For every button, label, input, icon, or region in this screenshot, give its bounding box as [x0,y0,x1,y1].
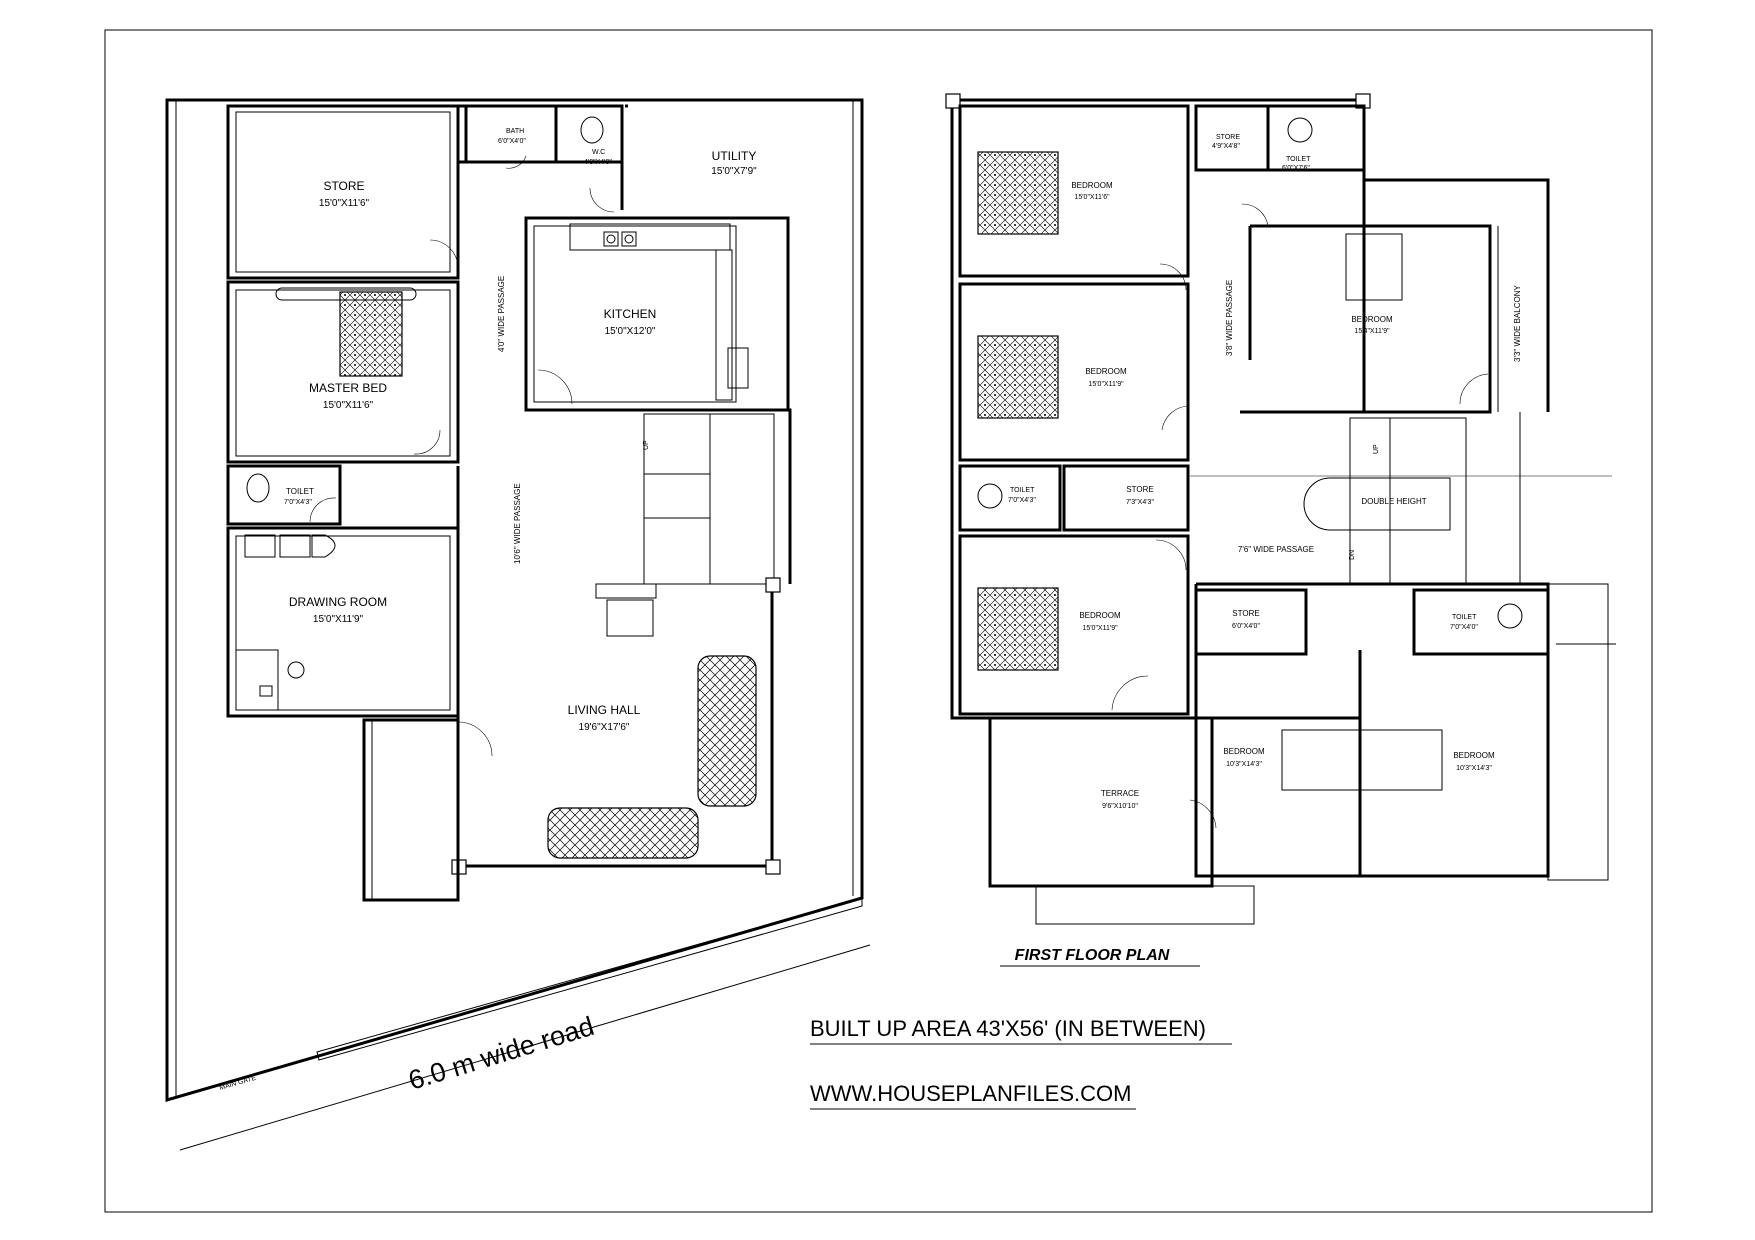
ff-passage-vertical: 3'8" WIDE PASSAGE [1225,280,1234,356]
website-note: WWW.HOUSEPLANFILES.COM [810,1081,1131,1106]
ff-store-left-name: STORE [1126,485,1153,494]
ff-store-top-name: STORE [1216,134,1240,141]
gf-drawing-room-name: DRAWING ROOM [289,595,387,609]
ff-store-toilet-top [1194,104,1366,172]
gf-store-size: 15'0"X11'6" [319,198,370,209]
built-up-area-note: BUILT UP AREA 43'X56' (IN BETWEEN) [810,1016,1206,1041]
ff-bedroom-2 [958,282,1190,462]
gf-passage-lower: 10'6" WIDE PASSAGE [513,483,522,564]
gf-wc-name: W.C [592,149,605,156]
ff-bedroom-1-size: 15'0"X11'6" [1074,194,1110,201]
ff-staircase [1190,417,1612,585]
gf-staircase [643,413,775,585]
ff-terrace-size: 9'6"X10'10" [1102,803,1138,810]
ff-terrace-name: TERRACE [1101,789,1139,798]
kitchen-counter [569,223,731,251]
ff-bedroom-6-size: 10'3"X14'3" [1456,765,1492,772]
gf-master-bed-size: 15'0"X11'6" [323,400,374,411]
ff-toilet-top-name: TOILET [1286,156,1311,163]
first-floor-title: FIRST FLOOR PLAN [1015,947,1170,964]
ff-bedroom-5-name: BEDROOM [1223,747,1265,756]
gf-utility-name: UTILITY [712,149,757,163]
ff-store-lower-size: 6'0"X4'0" [1232,623,1260,630]
gf-bath-size: 6'0"X4'0" [498,138,526,145]
ff-store-left-size: 7'3"X4'3" [1126,499,1154,506]
ff-stair-up: UP [1373,444,1380,454]
gf-kitchen-size: 15'0"X12'0" [605,326,656,337]
sheet-border [104,29,1653,1213]
gf-utility-size: 15'0"X7'9" [711,166,757,177]
ff-bedroom-4-size: 15'4"X11'9" [1354,328,1390,335]
ff-store-lower-name: STORE [1232,609,1259,618]
ff-side-balcony [1547,583,1609,881]
ff-bedroom-3 [958,534,1190,716]
ff-bedroom-2-size: 15'0"X11'9" [1088,381,1124,388]
main-gate-strip [316,897,863,1061]
ff-toilet-left [958,464,1062,532]
gf-kitchen-room [524,216,790,412]
main-gate-label: MAIN GATE [219,1075,258,1092]
ff-toilet-lower [1412,588,1550,656]
study-desk [235,649,279,711]
gf-store-name: STORE [323,179,364,193]
ff-toilet-left-name: TOILET [1010,487,1035,494]
gf-passage-upper: 4'0" WIDE PASSAGE [497,276,506,352]
ff-bedroom-6-name: BEDROOM [1453,751,1495,760]
ff-toilet-top-size: 6'0"X7'6" [1282,165,1310,172]
ff-bedroom-1-name: BEDROOM [1071,181,1113,190]
ff-bedroom-1 [958,104,1190,278]
double-height-void [1303,477,1451,531]
ff-stair-down: DN [1349,550,1356,560]
ff-balcony-label: 3'3" WIDE BALCONY [1513,285,1522,362]
gf-toilet-room [226,464,342,526]
gf-master-bed-name: MASTER BED [309,381,387,395]
ff-bedroom-2-name: BEDROOM [1085,367,1127,376]
ff-double-height: DOUBLE HEIGHT [1361,497,1426,506]
living-sofa-set [547,655,757,859]
gf-master-bed [275,287,417,377]
ff-twin-beds [1281,729,1443,791]
gf-living-hall-wall [456,466,774,868]
gf-stair-up: UP [643,440,650,450]
ground-floor-plan [165,98,871,1151]
road-edge [179,944,871,1151]
gf-kitchen-name: KITCHEN [604,307,657,321]
ff-toilet-lower-size: 7'0"X4'0" [1450,624,1478,631]
gf-master-bed-room [226,280,460,464]
gf-toilet-size: 7'0"X4'3" [284,499,312,506]
gf-toilet-name: TOILET [286,487,314,496]
ff-passage-horizontal: 7'6" WIDE PASSAGE [1238,545,1314,554]
kitchen-sink [727,347,749,389]
ff-bedroom-3-name: BEDROOM [1079,611,1121,620]
ff-bedroom-3-size: 15'0"X11'9" [1082,625,1118,632]
tv-unit [606,599,654,637]
ff-store-left [1062,464,1190,532]
ff-toilet-lower-name: TOILET [1452,614,1477,621]
ff-bedroom-5-size: 10'3"X14'3" [1226,761,1262,768]
gf-wc-room [554,104,624,164]
gf-store-room [226,104,460,280]
ff-store-lower [1194,588,1308,656]
gf-entrance-steps [362,718,460,902]
gf-living-hall-name: LIVING HALL [568,703,641,717]
ff-toilet-left-size: 7'0"X4'3" [1008,497,1036,504]
gf-bath-name: BATH [506,128,524,135]
gf-drawing-room-size: 15'0"X11'9" [313,614,364,625]
ff-bedroom-4 [1240,224,1492,414]
ff-bedroom-4-name: BEDROOM [1351,315,1393,324]
plot-boundary [165,98,864,1102]
gf-wc-size: 4'0"X4'0" [584,159,612,166]
ff-store-top-size: 4'9"X4'8" [1212,143,1240,150]
gf-living-hall-size: 19'6"X17'6" [579,722,630,733]
first-floor-plan [945,93,1616,925]
ff-terrace [988,716,1214,888]
